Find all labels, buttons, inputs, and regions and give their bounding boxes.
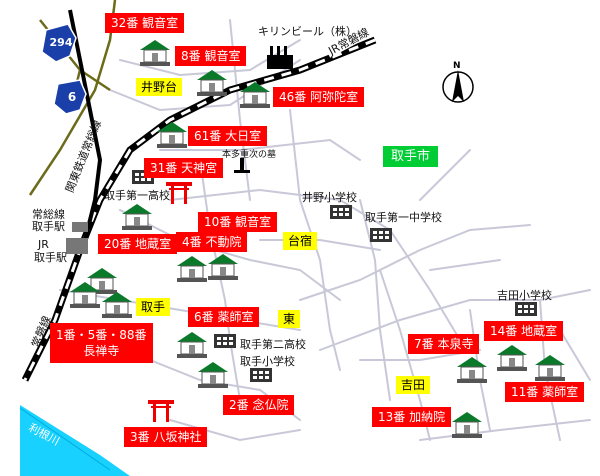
- temple-label-14[interactable]: 14番 地蔵室: [484, 321, 564, 341]
- temple-icon[interactable]: [206, 252, 240, 282]
- area-label-toride: 取手: [136, 298, 171, 316]
- temple-icon[interactable]: [195, 68, 229, 98]
- temple-label-11[interactable]: 11番 薬師室: [505, 382, 585, 402]
- route-6-shield: [53, 79, 87, 115]
- place-label-jr-station-2: 取手駅: [34, 251, 67, 264]
- route-294-shield: [41, 23, 77, 63]
- temple-icon[interactable]: [100, 290, 134, 320]
- school-icon: [250, 368, 272, 382]
- temple-icon[interactable]: [155, 120, 189, 150]
- north-label: N: [453, 61, 461, 71]
- jr-joban-line: [21, 36, 377, 382]
- area-label-daishuku: 台宿: [283, 232, 318, 250]
- city-label-toride: 取手市: [383, 146, 439, 167]
- place-label-joso-station-2: 取手駅: [32, 220, 65, 233]
- tomb-icon: [234, 158, 250, 173]
- temple-icon[interactable]: [85, 266, 119, 296]
- area-label-inodai: 井野台: [136, 78, 183, 96]
- school-icon: [330, 205, 352, 219]
- school-icon: [515, 302, 537, 316]
- temple-icon[interactable]: [495, 343, 529, 373]
- place-label-kirin: キリンビール（株）: [258, 25, 357, 38]
- temple-icon[interactable]: [455, 355, 489, 385]
- kanto-railway-line: [68, 9, 103, 241]
- route-6-number: 6: [67, 90, 77, 104]
- school-icon: [214, 334, 236, 348]
- place-label-jr-station-1: JR: [38, 238, 49, 251]
- place-label-honda-tomb: 本多重次の墓: [222, 150, 277, 160]
- temple-label-13[interactable]: 13番 加納院: [372, 407, 452, 427]
- temple-label-3[interactable]: 3番 八坂神社: [124, 427, 208, 447]
- torii-icon[interactable]: [166, 180, 192, 204]
- temple-label-20[interactable]: 20番 地蔵室: [98, 234, 178, 254]
- temple-label-1-line1: 1番・5番・88番: [56, 328, 147, 342]
- place-label-toride-elementary: 取手小学校: [240, 355, 295, 368]
- place-label-toride2-high: 取手第二高校: [240, 338, 306, 351]
- temple-label-10[interactable]: 10番 観音室: [198, 212, 278, 232]
- factory-icon: [267, 46, 293, 69]
- place-label-joso-station-1: 常総線: [32, 208, 65, 221]
- temple-icon[interactable]: [238, 80, 272, 110]
- area-label-yoshida: 吉田: [396, 376, 431, 394]
- temple-icon[interactable]: [533, 353, 567, 383]
- temple-icon[interactable]: [120, 202, 154, 232]
- temple-icon[interactable]: [138, 38, 172, 68]
- temple-label-7[interactable]: 7番 本泉寺: [408, 334, 480, 354]
- tone-river: [20, 405, 130, 476]
- temple-label-1-line2: 長禅寺: [83, 344, 120, 359]
- area-label-higashi: 東: [278, 310, 301, 328]
- station-block: [66, 238, 88, 254]
- temple-label-61[interactable]: 61番 大日室: [188, 126, 268, 146]
- station-block: [72, 222, 88, 232]
- place-label-toride1-jhs: 取手第一中学校: [365, 211, 442, 224]
- temple-icon[interactable]: [196, 360, 230, 390]
- place-label-toride1-high: 取手第一高校: [104, 189, 170, 202]
- torii-icon[interactable]: [148, 398, 174, 422]
- temple-icon[interactable]: [175, 330, 209, 360]
- temple-label-46[interactable]: 46番 阿弥陀室: [273, 87, 365, 107]
- temple-icon[interactable]: [175, 254, 209, 284]
- route-294-number: 294: [49, 36, 73, 49]
- temple-label-6[interactable]: 6番 薬師室: [188, 307, 260, 327]
- place-label-ino-elementary: 井野小学校: [302, 191, 357, 204]
- temple-label-8[interactable]: 8番 観音室: [175, 46, 247, 66]
- temple-label-32[interactable]: 32番 観音室: [105, 13, 185, 33]
- place-label-yoshida-elementary: 吉田小学校: [497, 289, 552, 302]
- temple-label-4[interactable]: 4番 不動院: [176, 232, 248, 252]
- temple-label-2[interactable]: 2番 念仏院: [223, 395, 295, 415]
- temple-label-1-5-88[interactable]: 1番・5番・88番 長禅寺: [50, 323, 153, 364]
- temple-icon[interactable]: [68, 280, 102, 310]
- temple-icon[interactable]: [450, 410, 484, 440]
- temple-label-31[interactable]: 31番 天神宮: [144, 158, 224, 178]
- school-icon: [370, 228, 392, 242]
- north-arrow-icon: [442, 70, 474, 103]
